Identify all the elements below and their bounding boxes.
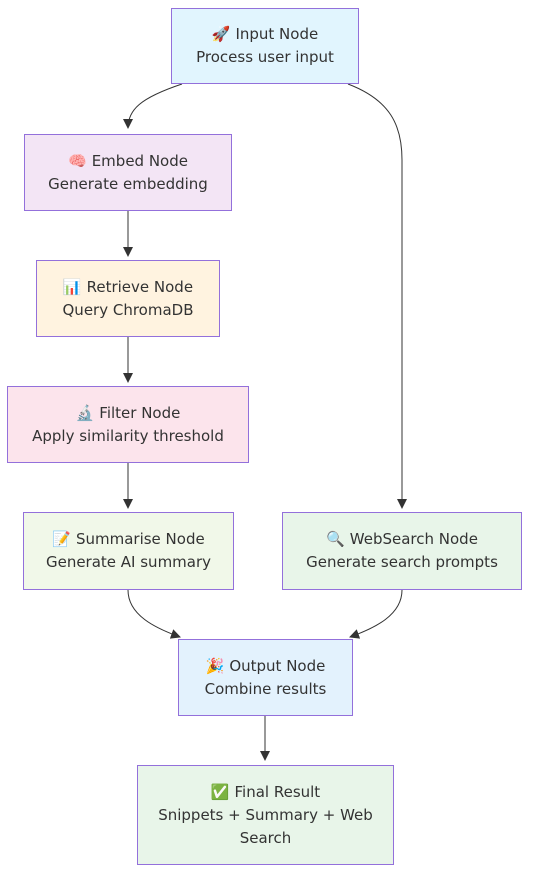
summarise-node-title: Summarise Node [75, 530, 205, 548]
filter-node-title: Filter Node [99, 403, 181, 422]
embed-node[interactable]: 🧠Embed Node Generate embedding [24, 134, 232, 211]
retrieve-node[interactable]: 📊Retrieve Node Query ChromaDB [36, 260, 220, 337]
edge-input-websearch [347, 83, 407, 509]
output-node-title: Output Node [229, 656, 326, 675]
memo-icon: 📝 [52, 530, 71, 548]
final-result-subtitle: Snippets + Summary + Web Search [158, 805, 373, 847]
filter-node[interactable]: 🔬Filter Node Apply similarity threshold [7, 386, 249, 463]
websearch-node[interactable]: 🔍WebSearch Node Generate search prompts [282, 512, 522, 590]
websearch-node-subtitle: Generate search prompts [306, 553, 498, 571]
edge-input-embed [123, 83, 183, 129]
summarise-node-subtitle: Generate AI summary [45, 553, 212, 571]
output-node-subtitle: Combine results [204, 679, 327, 698]
output-node[interactable]: 🎉Output Node Combine results [178, 639, 353, 716]
edge-websearch-output [349, 589, 403, 639]
filter-node-subtitle: Apply similarity threshold [32, 426, 224, 445]
microscope-icon: 🔬 [75, 403, 95, 422]
retrieve-node-title: Retrieve Node [86, 277, 194, 296]
bar-chart-icon: 📊 [62, 277, 82, 296]
input-node-title: Input Node [235, 25, 319, 43]
final-result-title: Final Result [234, 782, 321, 801]
input-node[interactable]: 🚀Input Node Process user input [171, 8, 359, 84]
party-popper-icon: 🎉 [205, 656, 225, 675]
edge-summarise-output [127, 589, 181, 639]
summarise-node[interactable]: 📝Summarise Node Generate AI summary [23, 512, 234, 590]
brain-icon: 🧠 [68, 151, 87, 170]
embed-node-subtitle: Generate embedding [48, 174, 208, 193]
retrieve-node-subtitle: Query ChromaDB [62, 300, 194, 319]
websearch-node-title: WebSearch Node [349, 530, 478, 548]
final-result-node[interactable]: ✅Final Result Snippets + Summary + Web S… [137, 765, 394, 865]
embed-node-title: Embed Node [91, 151, 188, 170]
magnifier-icon: 🔍 [326, 530, 345, 548]
check-mark-icon: ✅ [210, 782, 230, 801]
rocket-icon: 🚀 [211, 25, 231, 43]
input-node-subtitle: Process user input [196, 48, 334, 66]
